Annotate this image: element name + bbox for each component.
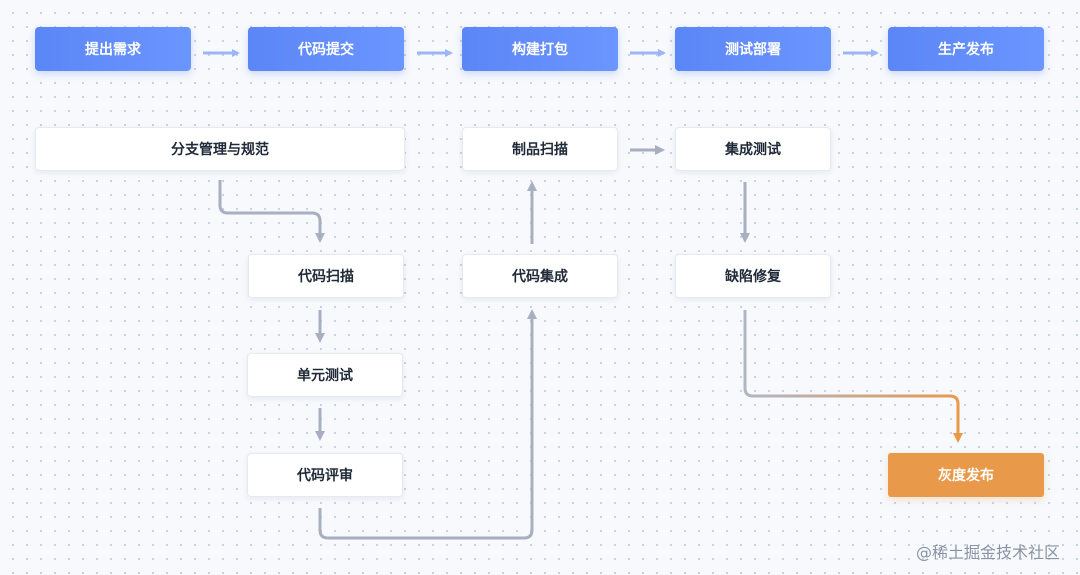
step-integration-test: 集成测试 (675, 127, 831, 171)
watermark: @稀土掘金技术社区 (915, 543, 1060, 562)
step-label: 单元测试 (297, 368, 353, 384)
step-bug-fix: 缺陷修复 (675, 254, 831, 298)
stage-commit: 代码提交 (248, 27, 404, 71)
stage-requirement: 提出需求 (35, 27, 191, 71)
arrow-branch-to-scan (218, 180, 325, 243)
stage-build: 构建打包 (462, 27, 618, 71)
stage-release: 生产发布 (888, 27, 1044, 71)
stage-label: 提出需求 (85, 42, 141, 58)
step-label: 集成测试 (725, 142, 781, 158)
step-label: 分支管理与规范 (171, 142, 269, 158)
step-code-review: 代码评审 (247, 453, 403, 497)
stage-label: 生产发布 (938, 42, 994, 58)
stage-label: 构建打包 (512, 42, 568, 58)
stage-label: 代码提交 (298, 42, 354, 58)
step-unit-test: 单元测试 (247, 353, 403, 397)
step-label: 代码集成 (512, 269, 568, 285)
arrow-review-to-integration (318, 309, 537, 540)
arrow-bugfix-to-canary (743, 310, 960, 440)
stage-label: 测试部署 (725, 42, 781, 58)
step-code-integration: 代码集成 (462, 254, 618, 298)
step-label: 代码扫描 (298, 269, 354, 285)
step-label: 缺陷修复 (725, 269, 781, 285)
step-artifact-scan: 制品扫描 (462, 127, 618, 171)
step-label: 制品扫描 (512, 142, 568, 158)
step-label: 灰度发布 (938, 468, 994, 484)
step-canary-release: 灰度发布 (888, 453, 1044, 497)
stage-deploy: 测试部署 (675, 27, 831, 71)
step-label: 代码评审 (297, 468, 353, 484)
step-branch-management: 分支管理与规范 (35, 127, 405, 171)
step-code-scan: 代码扫描 (248, 254, 404, 298)
